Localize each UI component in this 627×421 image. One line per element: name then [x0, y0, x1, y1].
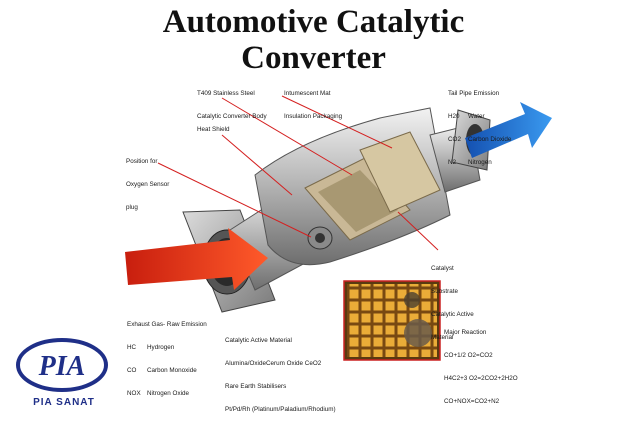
label-position-sensor-line-2: Oxygen Sensor: [126, 180, 170, 188]
substrate-cutaway: [304, 131, 441, 241]
label-reaction-2: H4C2+3 O2=2CO2+2H2O: [444, 374, 518, 382]
title-line-2: Converter: [241, 40, 386, 76]
label-catalyst-line-4: Material: [431, 333, 454, 341]
label-exhaust: Exhaust Gas- Raw Emission HC Hydrogen CO C…: [127, 306, 207, 405]
label-catalyst: Catalyst Substrate Catalytic Active Mate…: [431, 250, 474, 349]
exhaust-name: Hydrogen: [147, 343, 175, 351]
logo-name: PIA SANAT: [33, 397, 95, 408]
pia-logo: PIA: [16, 338, 108, 392]
label-catalyst-line-3: Catalytic Active: [431, 310, 474, 318]
exhaust-name: Nitrogen Oxide: [147, 389, 189, 397]
label-major-reaction-heading: Major Reaction: [444, 329, 487, 337]
exhaust-formula: HC: [127, 343, 137, 351]
label-position-sensor-line-1: Position for: [126, 158, 158, 166]
label-catalytic-active-line-1: Catalytic Active Material: [225, 337, 292, 345]
honeycomb-inset: [343, 280, 441, 361]
label-t409-line-2: Catalytic Converter Body: [197, 112, 267, 120]
clean-outflow-arrow: [465, 102, 552, 158]
leader-lines: [157, 95, 439, 251]
label-exhaust-heading: Exhaust Gas- Raw Emission: [127, 321, 207, 329]
label-position-sensor-line-3: plug: [126, 203, 138, 211]
label-t409-body: T409 Stainless Steel Catalytic Converter…: [197, 75, 267, 128]
label-intumescent-line-1: Intumescent Mat: [284, 90, 331, 98]
tailpipe-formula: CO2: [448, 135, 461, 143]
label-intumescent: Intumescent Mat Insulation Packaging: [284, 75, 342, 128]
tailpipe-name: Nitrogen: [468, 158, 492, 166]
label-catalytic-active-line-3: Rare Earth Stabilisers: [225, 382, 287, 390]
title-line-1: Automotive Catalytic: [162, 4, 465, 40]
label-intumescent-line-2: Insulation Packaging: [284, 112, 343, 120]
label-heat-shield: Heat Shield: [197, 126, 230, 133]
label-major-reaction: Major Reaction CO+1/2 O2=CO2 H4C2+3 O2=2…: [444, 314, 518, 413]
label-catalyst-line-2: Substrate: [431, 287, 458, 295]
exhaust-formula: NOX: [127, 389, 141, 397]
tailpipe-formula: N2: [448, 158, 457, 166]
label-reaction-3: CO+NOX=CO2+N2: [444, 397, 500, 405]
tailpipe-name: Carbon Dioxide: [468, 135, 512, 143]
label-catalytic-active: Catalytic Active Material Alumina/OxideC…: [225, 322, 336, 421]
label-tailpipe-heading: Tail Pipe Emission: [448, 90, 500, 98]
logo-mark: PIA: [38, 351, 86, 382]
label-catalyst-line-1: Catalyst: [431, 265, 454, 273]
tailpipe-formula: H20: [448, 112, 460, 120]
tailpipe-name: Water: [468, 112, 485, 120]
exhaust-inflow-arrow: [125, 228, 268, 290]
label-tailpipe: Tail Pipe Emission H20 Water CO2 Carbon Di…: [448, 75, 511, 174]
label-catalytic-active-line-2: Alumina/OxideCerum Oxide CeO2: [225, 359, 322, 367]
label-reaction-1: CO+1/2 O2=CO2: [444, 351, 493, 359]
label-t409-line-1: T409 Stainless Steel: [197, 90, 255, 98]
exhaust-name: Carbon Monoxide: [147, 366, 197, 374]
exhaust-formula: CO: [127, 366, 137, 374]
label-position-sensor: Position for Oxygen Sensor plug: [126, 143, 169, 219]
label-catalytic-active-line-4: Pt/Pd/Rh (Platinum/Paladium/Rhodium): [225, 405, 336, 413]
